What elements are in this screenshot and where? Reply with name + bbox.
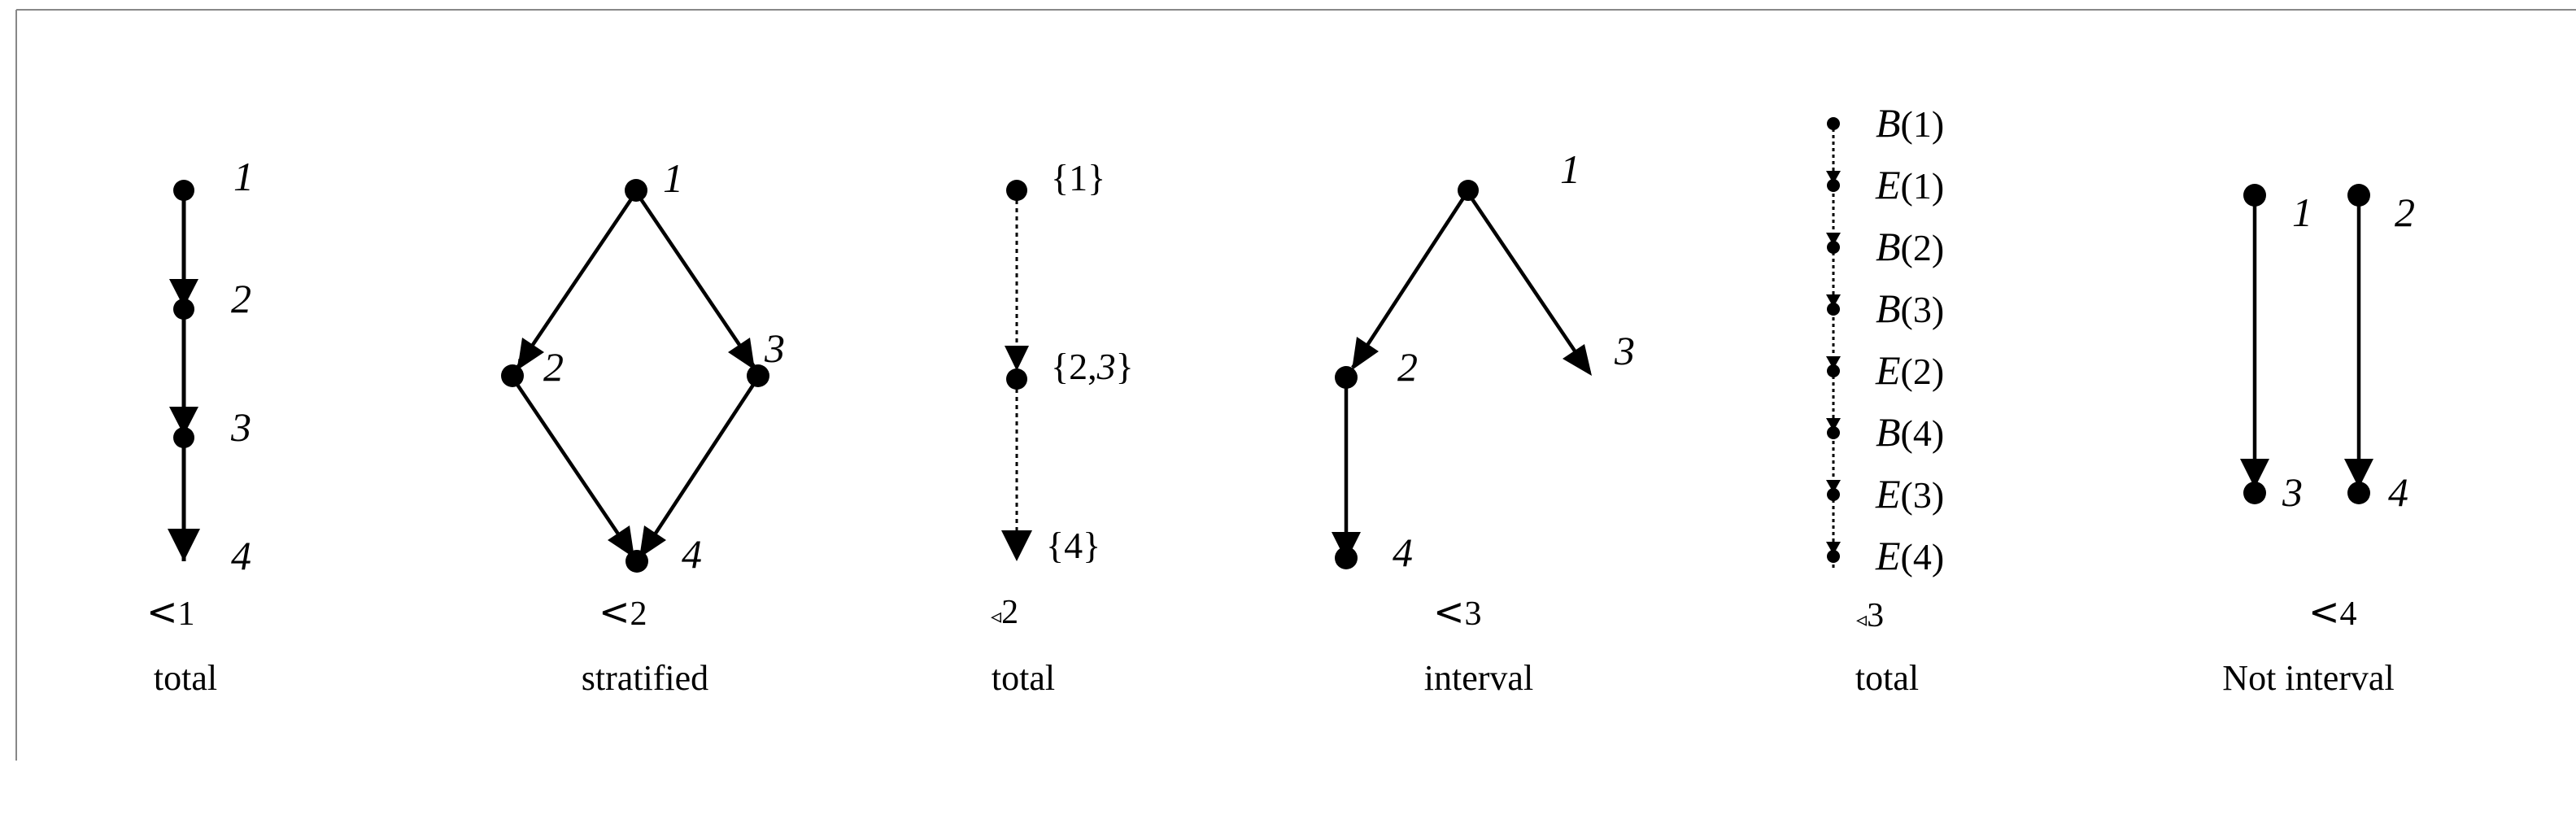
relation-symbol: <1 bbox=[146, 590, 195, 634]
node-label: 3 bbox=[1614, 328, 1635, 373]
node-2 bbox=[2347, 184, 2370, 207]
node-4 bbox=[2347, 482, 2370, 504]
panel-caption: Not interval bbox=[2222, 658, 2394, 698]
node-4 bbox=[1335, 547, 1358, 569]
arrowhead bbox=[2344, 459, 2373, 488]
arrowhead bbox=[1826, 233, 1841, 246]
set-label: {4} bbox=[1046, 525, 1101, 566]
node-set-23 bbox=[1006, 368, 1027, 390]
panel-4: 1 2 3 4 <3 interval bbox=[1332, 146, 1635, 698]
event-node bbox=[1827, 426, 1840, 439]
event-label: B(4) bbox=[1876, 409, 1944, 455]
arrowhead bbox=[168, 529, 200, 561]
node-2 bbox=[1335, 366, 1358, 389]
arrowhead bbox=[1826, 171, 1841, 184]
arrowhead bbox=[1001, 530, 1032, 561]
panel-caption: stratified bbox=[582, 658, 708, 698]
arrowhead bbox=[608, 525, 634, 558]
node-2 bbox=[173, 299, 194, 320]
node-label: 3 bbox=[230, 404, 251, 450]
panel-caption: total bbox=[1855, 658, 1919, 698]
arrowhead bbox=[1352, 337, 1379, 370]
arrowhead bbox=[169, 279, 198, 307]
event-label: B(3) bbox=[1876, 286, 1944, 331]
panel-caption: total bbox=[992, 658, 1055, 698]
event-label: B(1) bbox=[1876, 100, 1944, 146]
node-label: 3 bbox=[2282, 469, 2303, 515]
arrowhead bbox=[1826, 480, 1841, 493]
node-label: 1 bbox=[233, 154, 254, 199]
node-1 bbox=[2243, 184, 2266, 207]
node-1 bbox=[173, 180, 194, 201]
edge-1-2 bbox=[1351, 190, 1469, 369]
panel-1: 1 2 3 4 <1 total bbox=[146, 154, 254, 698]
relation-symbol: ◃2 bbox=[991, 594, 1018, 631]
node-label: 1 bbox=[2292, 190, 2312, 235]
panel-caption: interval bbox=[1424, 658, 1533, 698]
arrowhead bbox=[639, 525, 666, 558]
edge-1-3 bbox=[1466, 190, 1591, 374]
event-label: E(4) bbox=[1875, 533, 1944, 578]
arrowhead bbox=[1563, 344, 1592, 376]
panel-6: 1 2 3 4 <4 Not interval bbox=[2222, 184, 2415, 698]
node-1 bbox=[1458, 180, 1479, 201]
edge-1-3 bbox=[634, 190, 756, 369]
set-label: {1} bbox=[1051, 157, 1105, 198]
node-label: 4 bbox=[682, 531, 702, 577]
arrowhead bbox=[1826, 294, 1841, 307]
event-label: E(3) bbox=[1875, 471, 1944, 517]
event-node bbox=[1827, 117, 1840, 130]
event-node bbox=[1827, 550, 1840, 563]
event-label: B(2) bbox=[1876, 224, 1944, 269]
event-node bbox=[1827, 303, 1840, 316]
node-label: 1 bbox=[663, 155, 683, 201]
event-node bbox=[1827, 364, 1840, 377]
panel-3: {1} {2,3} {4} ◃2 total bbox=[991, 157, 1134, 698]
node-label: 2 bbox=[2395, 190, 2415, 235]
arrowhead bbox=[1005, 346, 1029, 371]
relation-symbol: <3 bbox=[1433, 590, 1482, 634]
panel-caption: total bbox=[154, 658, 217, 698]
edge-1-2 bbox=[516, 190, 638, 369]
node-label: 4 bbox=[2388, 469, 2408, 515]
arrowhead bbox=[517, 338, 544, 370]
arrowhead bbox=[728, 338, 755, 370]
node-label: 4 bbox=[1393, 530, 1413, 575]
event-label: E(1) bbox=[1875, 162, 1944, 207]
event-node bbox=[1827, 179, 1840, 192]
panel-2: 1 2 3 4 <2 stratified bbox=[501, 155, 785, 698]
node-2 bbox=[501, 364, 524, 387]
arrowhead bbox=[1826, 356, 1841, 369]
relation-symbol: <4 bbox=[2308, 590, 2357, 634]
node-label: 2 bbox=[1397, 344, 1418, 390]
node-3 bbox=[173, 427, 194, 448]
edge-2-4 bbox=[511, 376, 636, 560]
event-label: E(2) bbox=[1875, 347, 1944, 393]
panel-5: B(1) E(1) B(2) B(3) E(2) B(4) E(3) E(4) ◃3 tota… bbox=[1826, 100, 1944, 698]
node-label: 1 bbox=[1560, 146, 1580, 192]
node-1 bbox=[625, 179, 647, 202]
node-3 bbox=[2243, 482, 2266, 504]
arrowhead bbox=[2240, 459, 2269, 488]
arrowhead bbox=[1826, 542, 1841, 555]
arrowhead bbox=[169, 407, 198, 435]
node-set-1 bbox=[1006, 180, 1027, 201]
node-label: 2 bbox=[543, 344, 564, 390]
node-label: 4 bbox=[231, 533, 251, 578]
arrowhead bbox=[1826, 418, 1841, 431]
relation-symbol: <2 bbox=[599, 590, 647, 634]
node-4 bbox=[625, 550, 648, 573]
event-node bbox=[1827, 241, 1840, 254]
node-label: 3 bbox=[764, 325, 785, 371]
set-label: {2,3} bbox=[1051, 346, 1134, 387]
edge-3-4 bbox=[638, 376, 760, 560]
node-3 bbox=[747, 364, 769, 387]
node-label: 2 bbox=[231, 276, 251, 321]
event-node bbox=[1827, 488, 1840, 501]
relation-symbol: ◃3 bbox=[1856, 597, 1884, 634]
